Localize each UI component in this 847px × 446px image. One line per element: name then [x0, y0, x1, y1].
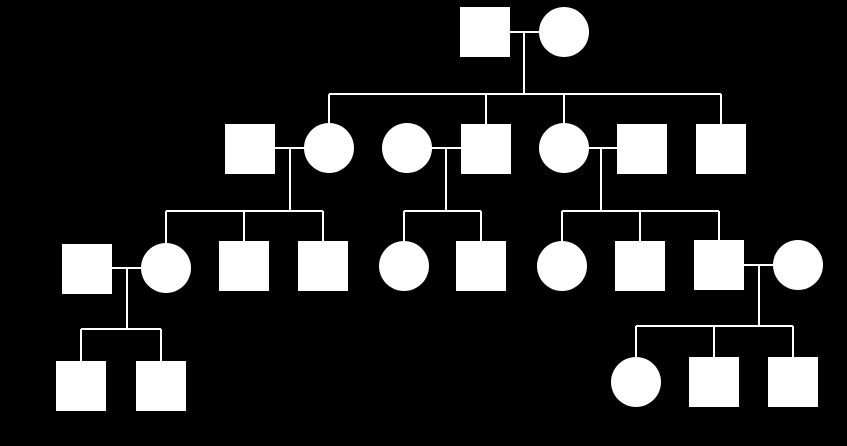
female-circle-icon — [537, 241, 587, 291]
generation-2 — [225, 123, 746, 174]
male-square-icon — [461, 124, 511, 174]
female-circle-icon — [611, 357, 661, 407]
female-circle-icon — [382, 123, 432, 173]
male-square-icon — [56, 361, 106, 411]
male-square-icon — [219, 241, 269, 291]
male-square-icon — [694, 240, 744, 290]
male-square-icon — [62, 244, 112, 294]
male-square-icon — [225, 124, 275, 174]
male-square-icon — [615, 241, 665, 291]
male-square-icon — [136, 361, 186, 411]
generation-3 — [62, 240, 823, 294]
female-circle-icon — [304, 123, 354, 173]
male-square-icon — [460, 7, 510, 57]
male-square-icon — [456, 241, 506, 291]
male-square-icon — [298, 241, 348, 291]
male-square-icon — [617, 124, 667, 174]
generation-4 — [56, 357, 818, 411]
generation-1 — [460, 7, 589, 57]
female-circle-icon — [539, 7, 589, 57]
female-circle-icon — [379, 241, 429, 291]
female-circle-icon — [539, 123, 589, 173]
female-circle-icon — [141, 243, 191, 293]
male-square-icon — [696, 124, 746, 174]
male-square-icon — [768, 357, 818, 407]
connector-lines — [80, 31, 794, 361]
male-square-icon — [689, 357, 739, 407]
female-circle-icon — [773, 240, 823, 290]
